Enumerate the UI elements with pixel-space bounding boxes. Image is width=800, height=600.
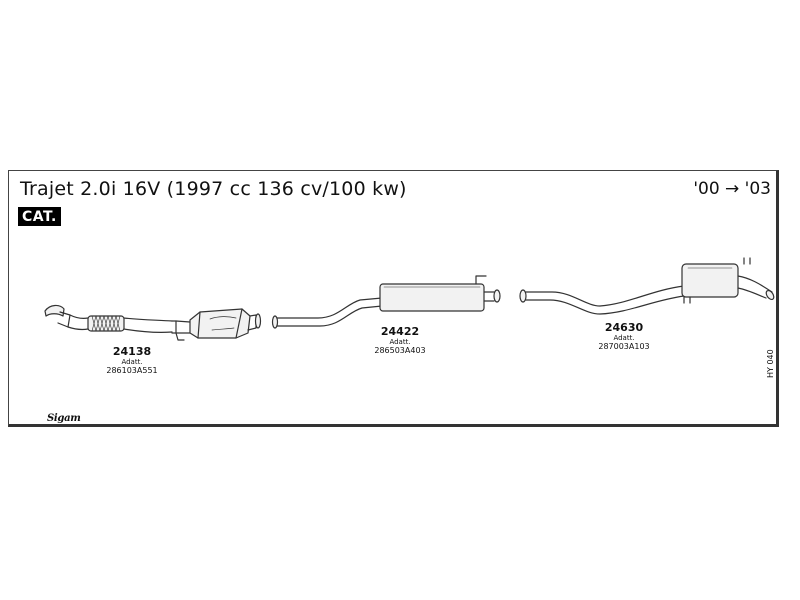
oem-code: 286503A403: [374, 346, 426, 355]
brand-logo: Sigam: [47, 413, 81, 424]
oem-code: 287003A103: [598, 342, 650, 351]
adatt-label: Adatt.: [389, 338, 411, 346]
vehicle-title: Trajet 2.0i 16V (1997 cc 136 cv/100 kw): [20, 178, 407, 200]
oem-code: 286103A551: [106, 366, 158, 375]
part-label-24138: 24138 Adatt. 286103A551: [92, 346, 172, 375]
part-number: 24138: [112, 345, 152, 358]
part-label-24422: 24422 Adatt. 286503A403: [360, 326, 440, 355]
intermediate-pipe-24422: [271, 275, 501, 329]
diagram-reference: HY 040: [766, 349, 775, 378]
cat-badge: CAT.: [18, 207, 61, 226]
part-label-24630: 24630 Adatt. 287003A103: [584, 322, 664, 351]
year-range: '00 → '03: [693, 179, 771, 199]
adatt-label: Adatt.: [121, 358, 143, 366]
part-number: 24422: [380, 325, 420, 338]
part-number: 24630: [604, 321, 644, 334]
rear-silencer-24630: [519, 257, 775, 315]
adatt-label: Adatt.: [613, 334, 635, 342]
front-pipe-24138: [44, 304, 262, 341]
